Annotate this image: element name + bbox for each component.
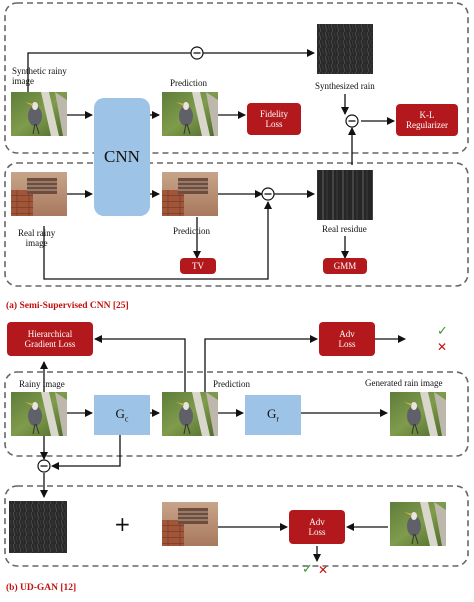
adv-loss-bottom-box: Adv Loss: [289, 510, 345, 544]
caption-panel-b: (b) UD-GAN [12]: [6, 583, 77, 593]
gmm-box: GMM: [323, 258, 367, 274]
label-prediction-bottom: Prediction: [173, 226, 210, 236]
label-synthetic-rainy-image: Synthetic rainy image: [12, 66, 67, 86]
tv-box: TV: [180, 258, 216, 274]
gc-label: Gc: [115, 406, 129, 424]
gr-block: Gr: [245, 395, 301, 435]
check-icon-top: ✓: [437, 324, 448, 339]
cnn-block: CNN: [94, 98, 150, 216]
gc-block: Gc: [94, 395, 150, 435]
fidelity-loss-box: Fidelity Loss: [247, 103, 301, 135]
cross-icon-top: ✕: [437, 340, 448, 354]
arrow-to-hgl: [94, 335, 186, 392]
rain-layer-photo: [9, 501, 67, 553]
kl-regularizer-box: K-L Regularizer: [396, 104, 458, 136]
label-prediction-top: Prediction: [170, 78, 207, 88]
label-real-rainy-image: Real rainy image: [18, 228, 56, 248]
plus-sign: +: [114, 512, 131, 536]
check-icon-bottom: ✓: [302, 562, 313, 577]
real-residue-photo: [317, 170, 373, 220]
label-synthesized-rain: Synthesized rain: [315, 81, 375, 91]
cross-icon-bottom: ✕: [318, 563, 329, 577]
synthesized-rain-photo: [317, 24, 373, 74]
label-rainy-image: Rainy image: [19, 379, 65, 389]
hierarchical-gradient-loss-box: Hierarchical Gradient Loss: [7, 322, 93, 356]
cnn-label: CNN: [104, 147, 140, 166]
label-real-residue: Real residue: [322, 224, 367, 234]
label-generated-rain-image: Generated rain image: [365, 378, 443, 388]
adv-loss-top-box: Adv Loss: [319, 322, 375, 356]
arrow-to-adv-top: [204, 335, 318, 392]
gr-label: Gr: [266, 406, 280, 424]
label-prediction-b: Prediction: [213, 379, 250, 389]
arrow-synthetic-to-minus: [27, 52, 191, 92]
caption-panel-a: (a) Semi-Supervised CNN [25]: [6, 301, 129, 311]
